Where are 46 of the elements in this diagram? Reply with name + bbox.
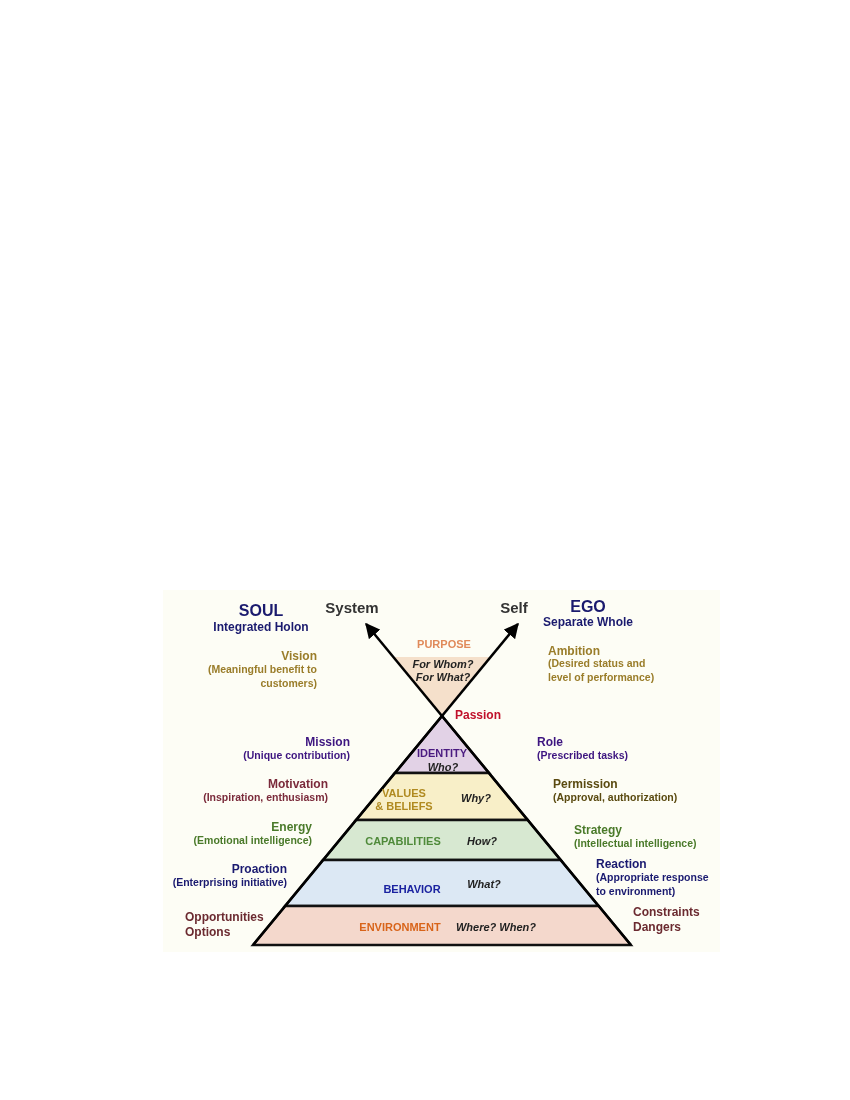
axis-word: System — [325, 598, 379, 616]
side-label: Motivation — [268, 777, 328, 793]
side-label: Options — [185, 925, 231, 941]
layer-question: What? — [467, 877, 501, 891]
side-label: (Appropriate response to environment) — [596, 871, 710, 899]
side-label: Strategy — [574, 823, 623, 839]
side-label: Dangers — [633, 920, 682, 936]
axis-word: Self — [500, 598, 528, 616]
side-label: (Emotional intelligence) — [193, 834, 312, 848]
pyramid-layer — [356, 773, 528, 820]
side-label: Ambition — [548, 644, 600, 659]
layer-title: IDENTITY — [416, 746, 468, 760]
heading-text: EGO — [570, 597, 606, 617]
side-label: Proaction — [231, 862, 287, 878]
heading-text: Integrated Holon — [213, 620, 309, 636]
layer-question: How? — [467, 834, 497, 848]
arrow — [252, 622, 519, 946]
layer-question: Who? — [427, 760, 459, 774]
side-label: Opportunities — [185, 910, 264, 926]
layer-title: VALUES & BELIEFS — [375, 787, 433, 813]
side-label: (Inspiration, enthusiasm) — [203, 791, 328, 805]
layer-question: Why? — [461, 791, 491, 805]
side-label: Reaction — [596, 857, 647, 873]
side-label: (Desired status and level of performance) — [548, 657, 656, 685]
side-label: (Approval, authorization) — [553, 791, 678, 805]
side-label: Vision — [281, 649, 317, 665]
side-label: Constraints — [633, 905, 700, 921]
side-label: (Prescribed tasks) — [537, 749, 629, 763]
side-label: (Meaningful benefit to customers) — [206, 663, 317, 691]
layer-question: For Whom? For What? — [411, 658, 475, 684]
side-label: Energy — [271, 820, 312, 836]
side-label: Permission — [553, 777, 618, 793]
layer-title: CAPABILITIES — [365, 834, 441, 848]
side-label: Passion — [455, 708, 502, 724]
layer-title: PURPOSE — [417, 637, 471, 651]
layer-title: ENVIRONMENT — [359, 920, 441, 934]
side-label: Role — [537, 735, 563, 751]
layer-question: Where? When? — [455, 920, 536, 934]
side-label: (Enterprising initiative) — [172, 876, 287, 890]
side-label: (Unique contribution) — [243, 749, 350, 763]
arrow — [365, 622, 632, 946]
heading-text: SOUL — [238, 601, 284, 621]
heading-text: Separate Whole — [543, 615, 633, 631]
layer-title: BEHAVIOR — [383, 882, 441, 896]
side-label: (Intellectual intelligence) — [574, 837, 697, 851]
side-label: Mission — [305, 735, 350, 751]
